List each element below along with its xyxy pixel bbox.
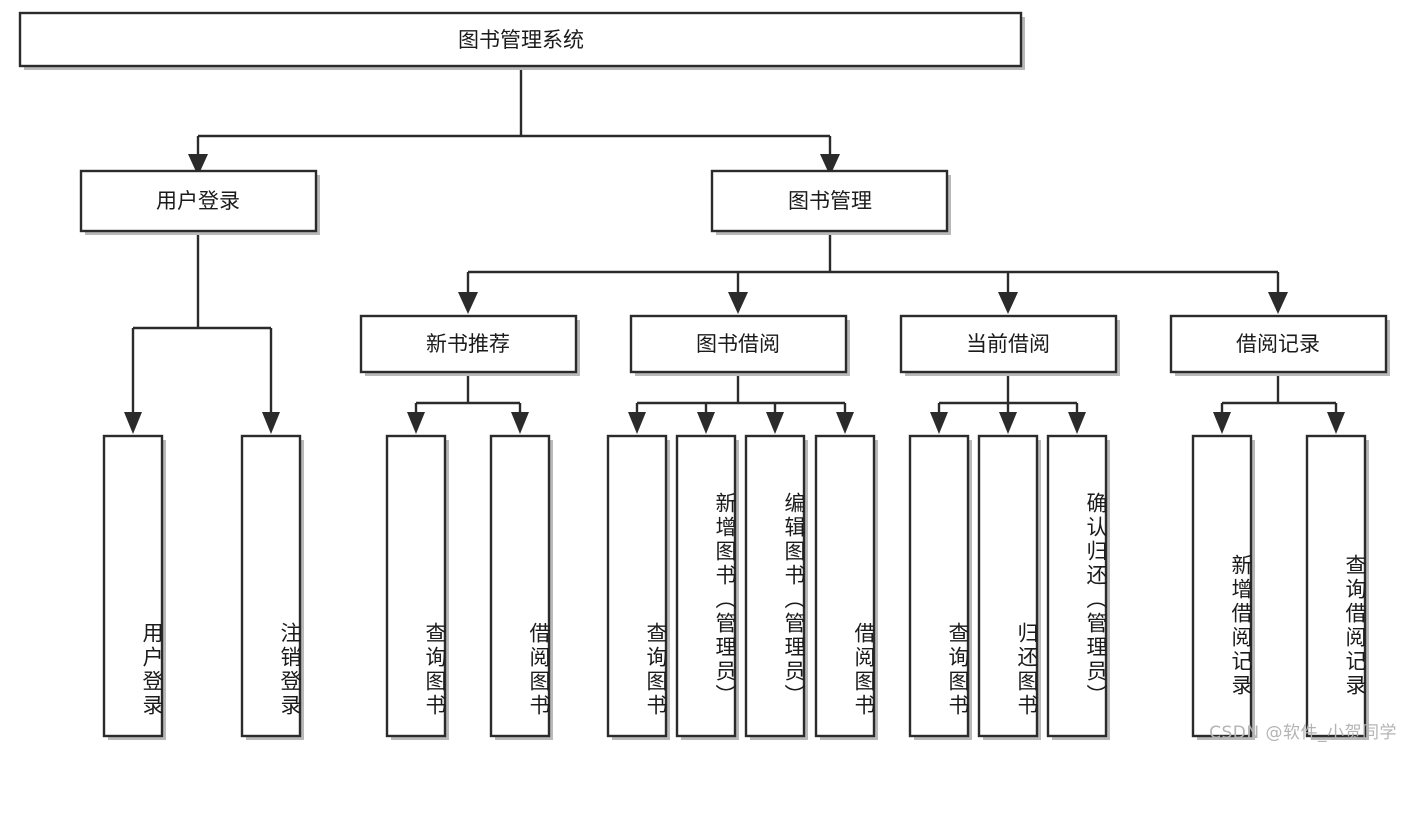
- node-leaf-add-record[interactable]: [1191, 434, 1253, 738]
- arrowhead-borrow-record: [1268, 292, 1288, 314]
- node-group: 图书管理系统 用户登录 图书管理 新书推荐 图书借阅 当前借阅 借阅记录: [18, 11, 1390, 740]
- node-leaf-return-book[interactable]: [977, 434, 1039, 738]
- arrowhead-new-book-recommend: [458, 292, 478, 314]
- arrowhead-leaf-query-book-2: [628, 412, 646, 434]
- node-leaf-add-book[interactable]: [675, 434, 737, 738]
- root-label: 图书管理系统: [458, 28, 584, 52]
- arrowhead-current-borrow: [998, 292, 1018, 314]
- node-leaf-logout[interactable]: [240, 434, 302, 738]
- arrowhead-leaf-borrow-book-2: [836, 412, 854, 434]
- node-leaf-borrow-book-2[interactable]: [814, 434, 876, 738]
- book-manage-label: 图书管理: [788, 189, 872, 213]
- current-borrow-label: 当前借阅: [966, 332, 1050, 356]
- node-leaf-confirm-return[interactable]: [1046, 434, 1108, 738]
- node-borrow-record[interactable]: [1169, 314, 1388, 374]
- arrowhead-leaf-edit-book: [766, 412, 784, 434]
- node-new-book-recommend[interactable]: [359, 314, 578, 374]
- node-leaf-query-record[interactable]: [1305, 434, 1367, 738]
- node-leaf-borrow-book-1[interactable]: [489, 434, 551, 738]
- arrowhead-leaf-add-book: [697, 412, 715, 434]
- node-leaf-query-book-2[interactable]: [606, 434, 668, 738]
- flowchart-svg: 图书管理系统 用户登录 图书管理 新书推荐 图书借阅 当前借阅 借阅记录: [18, 11, 1390, 740]
- arrowhead-user-login: [188, 154, 208, 176]
- new-book-recommend-label: 新书推荐: [426, 332, 510, 356]
- node-root[interactable]: [18, 11, 1023, 68]
- borrow-record-label: 借阅记录: [1236, 332, 1320, 356]
- arrowhead-leaf-query-record: [1327, 412, 1345, 434]
- user-login-label: 用户登录: [156, 189, 240, 213]
- arrowhead-book-manage: [820, 154, 840, 176]
- arrowhead-book-borrow: [728, 292, 748, 314]
- node-current-borrow[interactable]: [899, 314, 1118, 374]
- arrowhead-leaf-borrow-book-1: [511, 412, 529, 434]
- flowchart-canvas: 图书管理系统 用户登录 图书管理 新书推荐 图书借阅 当前借阅 借阅记录: [18, 11, 1397, 743]
- csdn-watermark: CSDN @软件_小贺同学: [1209, 723, 1397, 743]
- arrowhead-leaf-user-login: [124, 412, 142, 434]
- arrowhead-leaf-confirm-return: [1068, 412, 1086, 434]
- arrowhead-leaf-query-book-1: [407, 412, 425, 434]
- node-leaf-user-login[interactable]: [102, 434, 164, 738]
- arrowhead-group: [124, 154, 1345, 434]
- node-leaf-query-book-3[interactable]: [908, 434, 970, 738]
- node-leaf-query-book-1[interactable]: [385, 434, 447, 738]
- arrowhead-leaf-add-record: [1213, 412, 1231, 434]
- arrowhead-leaf-query-book-3: [930, 412, 948, 434]
- node-user-login[interactable]: [79, 169, 318, 233]
- node-book-borrow[interactable]: [629, 314, 848, 374]
- node-book-manage[interactable]: [710, 169, 949, 233]
- book-borrow-label: 图书借阅: [696, 332, 780, 356]
- arrowhead-leaf-logout: [262, 412, 280, 434]
- node-leaf-edit-book[interactable]: [744, 434, 806, 738]
- arrowhead-leaf-return-book: [999, 412, 1017, 434]
